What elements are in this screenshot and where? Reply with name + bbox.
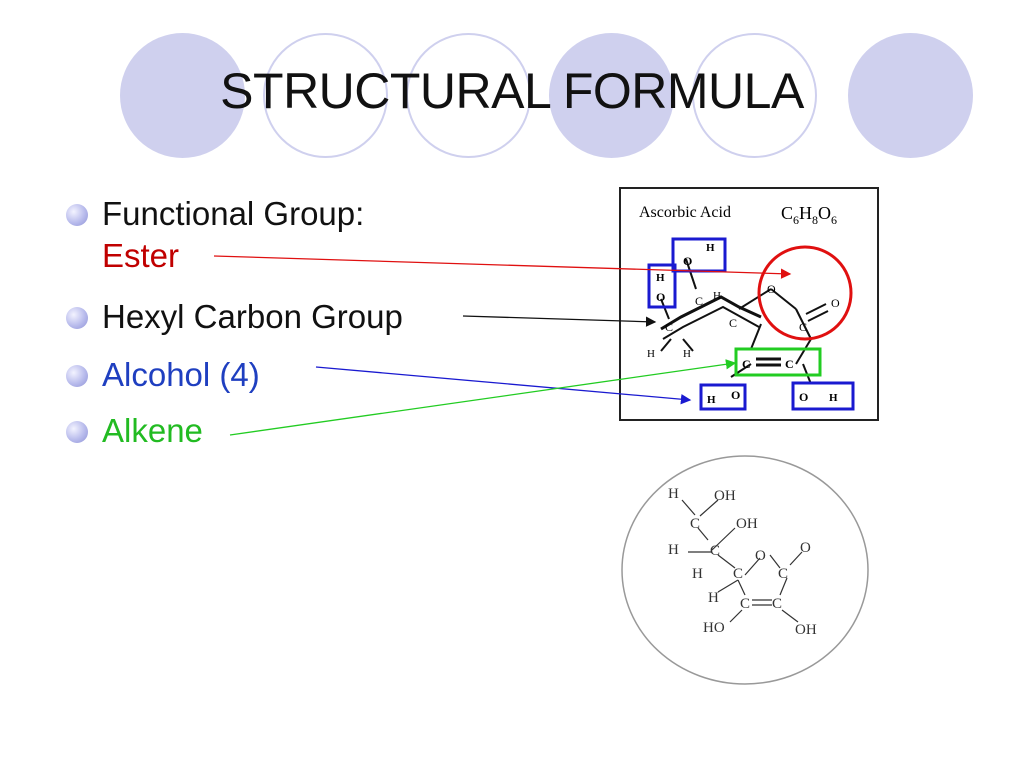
decor-circle-1 — [120, 33, 245, 158]
atom-c2: C — [695, 294, 703, 308]
bullet-dot-icon — [66, 204, 88, 226]
atom-h-left: H — [647, 348, 655, 360]
structure-c3: C — [733, 566, 743, 582]
structure-c5: C — [740, 596, 750, 612]
structure-bonds — [681, 499, 803, 623]
decor-circle-4 — [549, 33, 674, 158]
decor-circle-5 — [692, 33, 817, 158]
structure-ellipse — [621, 455, 869, 685]
atom-c-lactone: C — [799, 320, 807, 334]
alcohol-h-bottom-left: H — [707, 394, 716, 406]
bullet-text-hexyl: Hexyl Carbon Group — [102, 298, 403, 335]
bullet-text-alkene: Alkene — [102, 412, 203, 449]
structure-c1: C — [690, 516, 700, 532]
structure-c2: C — [710, 543, 720, 559]
decor-circle-2 — [263, 33, 388, 158]
alcohol-o-top: O — [683, 254, 692, 268]
slide-title: STRUCTURAL FORMULA — [220, 63, 804, 119]
ascorbic-acid-panel: Ascorbic Acid C6H8O6 C C C H H H O O C — [619, 187, 879, 421]
panel-formula: C6H8O6 — [781, 203, 837, 227]
alkene-c-right: C — [785, 357, 794, 371]
structure-h4: H — [708, 590, 719, 606]
bullet-text-ester: Ester — [102, 237, 180, 274]
bullet-dot-icon — [66, 307, 88, 329]
bullet-hexyl: Hexyl Carbon Group — [66, 298, 466, 338]
atom-c3: C — [729, 316, 737, 330]
structure-oh1: OH — [714, 488, 736, 504]
decor-circle-3 — [406, 33, 531, 158]
structure-o-ring: O — [755, 548, 766, 564]
structure-c6: C — [772, 596, 782, 612]
bullet-dot-icon — [66, 421, 88, 443]
atom-carbonyl-o: O — [831, 296, 840, 310]
alcohol-h-bottom-right: H — [829, 392, 838, 404]
ascorbic-acid-structure: Ascorbic Acid C6H8O6 C C C H H H O O C — [639, 203, 855, 411]
atom-c1: C — [665, 320, 673, 334]
structure-c4: C — [778, 566, 788, 582]
structure-h2: H — [668, 542, 679, 558]
bullet-text-alcohol: Alcohol (4) — [102, 356, 260, 393]
panel-heading: Ascorbic Acid — [639, 204, 731, 221]
alcohol-boxes — [647, 237, 855, 411]
alcohol-o-bottom-right: O — [799, 390, 808, 404]
atom-ring-o: O — [767, 282, 776, 296]
structure-oh2: OH — [736, 516, 758, 532]
structure-h1: H — [668, 486, 679, 502]
structure-h3: H — [692, 566, 703, 582]
alcohol-o-bottom-left: O — [731, 388, 740, 402]
bullet-alcohol: Alcohol (4) — [66, 356, 366, 396]
alcohol-o-left: O — [656, 290, 665, 304]
alkene-c-left: C — [742, 357, 751, 371]
ester-circle — [757, 245, 853, 341]
bullet-dot-icon — [66, 365, 88, 387]
bullet-alkene: Alkene — [66, 412, 266, 452]
atom-h-right: H — [683, 348, 691, 360]
bullet-functional-group: Functional Group: Ester — [66, 195, 426, 275]
structure-ho: HO — [703, 620, 725, 636]
structure-oh3: OH — [795, 622, 817, 638]
bullet-text-functional-group: Functional Group: — [102, 195, 365, 232]
decor-circle-6 — [848, 33, 973, 158]
alcohol-h-top: H — [706, 242, 715, 254]
alcohol-h-left: H — [656, 272, 665, 284]
structure-o-carbonyl: O — [800, 540, 811, 556]
atom-h-hexyl: H — [713, 290, 721, 302]
